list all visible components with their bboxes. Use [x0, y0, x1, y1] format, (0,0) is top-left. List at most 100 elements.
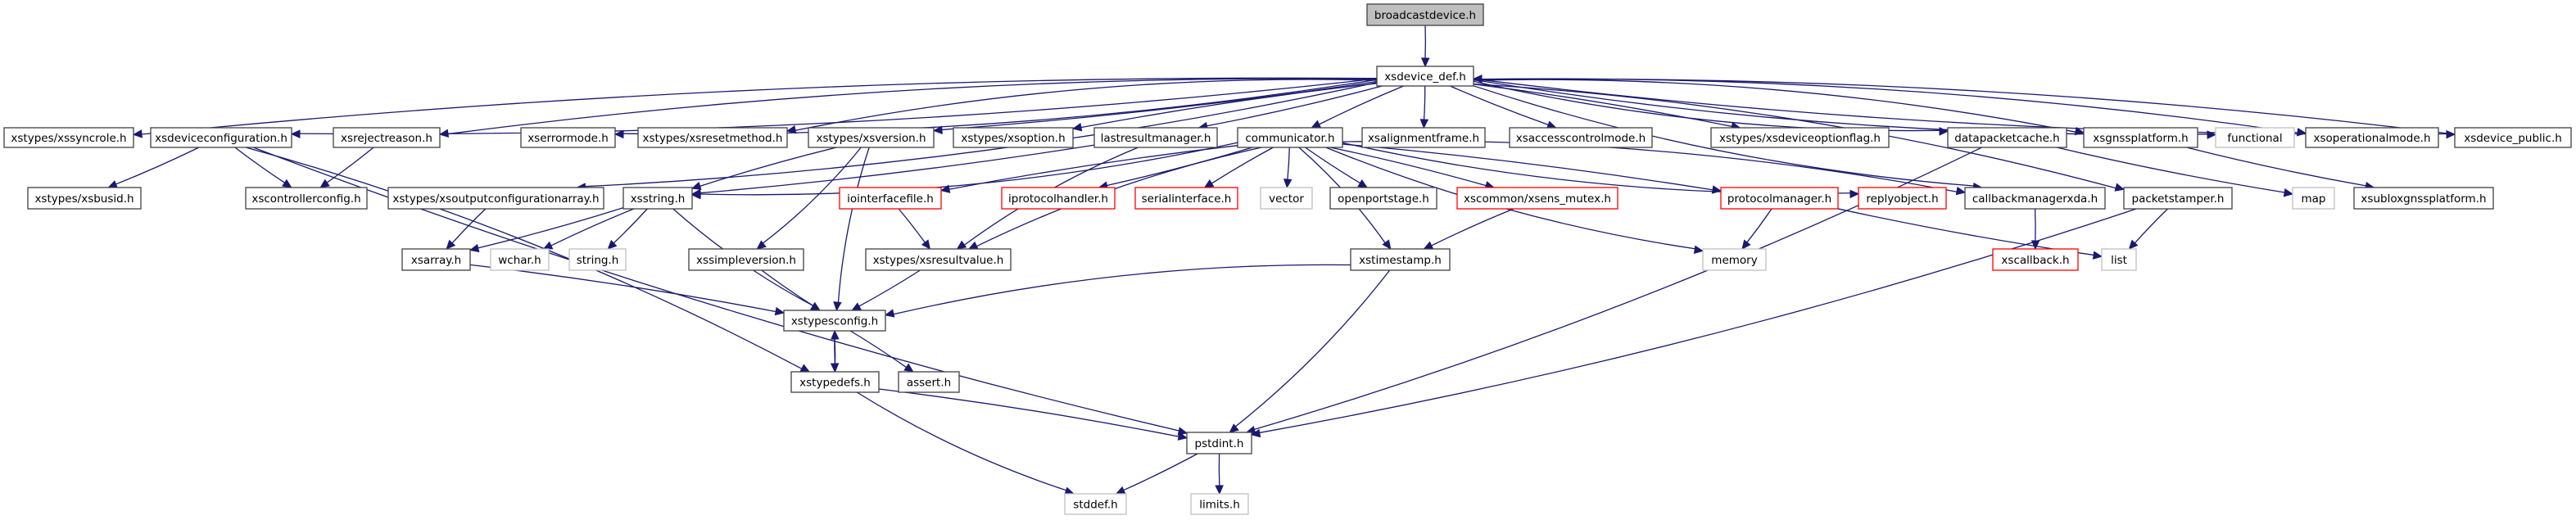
edge-xsdevice_def-to-xsaccesscontrolmode — [1450, 85, 1549, 125]
node-label: xstypes/xsversion.h — [816, 132, 926, 145]
node-replyobject[interactable]: replyobject.h — [1858, 187, 1947, 210]
node-protocolmanager[interactable]: protocolmanager.h — [1720, 187, 1839, 210]
node-box — [3, 127, 134, 148]
node-label: openportstage.h — [1338, 192, 1429, 206]
node-label: memory — [1711, 254, 1757, 267]
node-xsoperationalmode[interactable]: xsoperationalmode.h — [2305, 127, 2439, 148]
edge-xstimestamp-to-xstypesconfig — [893, 264, 1351, 315]
arrowhead-protocolmanager-to-list — [2092, 251, 2103, 260]
edge-iointerfacefile-to-xsresultvalue — [898, 208, 926, 243]
node-label: vector — [1269, 192, 1304, 206]
edge-xsdevice_def-to-xsrejectreason — [447, 78, 1378, 135]
node-packetstamper[interactable]: packetstamper.h — [2123, 187, 2233, 210]
node-xsaccesscontrolmode[interactable]: xsaccesscontrolmode.h — [1509, 127, 1653, 148]
node-label: callbackmanagerxda.h — [1972, 192, 2098, 206]
node-xscontrollerconfig[interactable]: xscontrollerconfig.h — [245, 187, 368, 210]
node-iprotocolhandler[interactable]: iprotocolhandler.h — [1001, 187, 1116, 210]
arrowhead-xsstring-to-wchar — [542, 241, 554, 250]
node-box — [1361, 127, 1486, 148]
node-xstypedefs[interactable]: xstypedefs.h — [790, 371, 880, 393]
arrowhead-xsdevice_def-to-xsresetmethod — [785, 124, 797, 134]
node-serialinterface[interactable]: serialinterface.h — [1134, 187, 1238, 210]
arrowhead-xsdevice_def-to-xsdeviceconfiguration — [290, 129, 301, 138]
node-xsdevice_public[interactable]: xsdevice_public.h — [2454, 127, 2572, 148]
node-map: map — [2292, 187, 2335, 210]
edge-xsdevice_def-to-xsoutputconfigurationarray — [585, 82, 1378, 188]
arrowhead-communicator-to-replyobject — [1849, 189, 1860, 199]
node-xssimpleversion[interactable]: xssimpleversion.h — [688, 248, 804, 271]
edge-xsversion-to-xssimpleversion — [763, 147, 862, 244]
node-xsarray[interactable]: xsarray.h — [401, 248, 471, 271]
edge-xsoutputconfigurationarray-to-xsarray — [451, 208, 487, 244]
arrowhead-callbackmanagerxda-to-xscallback — [2030, 240, 2040, 251]
arrowhead-xsversion-to-xssimpleversion — [756, 240, 767, 250]
arrowhead-xsdeviceconfiguration-to-xsbusid — [107, 180, 119, 188]
node-pstdint[interactable]: pstdint.h — [1186, 432, 1252, 454]
node-label: functional — [2227, 132, 2282, 145]
node-label: iprotocolhandler.h — [1008, 192, 1108, 206]
edge-xsversion-to-xsstring — [699, 147, 837, 187]
edge-xsdevice_def-to-xssyncrole — [141, 77, 1378, 135]
node-xsgnssplatform[interactable]: xsgnssplatform.h — [2083, 127, 2198, 148]
node-label: xscommon/xsens_mutex.h — [1464, 192, 1611, 206]
edge-communicator-to-openportstage — [1305, 147, 1360, 184]
node-label: pstdint.h — [1195, 437, 1244, 450]
node-xsdevice_def[interactable]: xsdevice_def.h — [1376, 66, 1474, 87]
node-xstimestamp[interactable]: xstimestamp.h — [1350, 248, 1451, 271]
node-communicator[interactable]: communicator.h — [1237, 127, 1343, 148]
node-label: xstypes/xsdeviceoptionflag.h — [1719, 132, 1881, 145]
edge-xsdevice_def-to-xsresetmethod — [795, 79, 1378, 131]
edge-communicator-to-serialinterface — [1211, 147, 1274, 184]
edge-communicator-to-vector — [1287, 147, 1290, 180]
node-xstypesconfig[interactable]: xstypesconfig.h — [783, 310, 886, 332]
edge-xsstring-to-string — [613, 208, 648, 244]
node-assert[interactable]: assert.h — [898, 371, 960, 393]
node-xsdeviceoptionflag[interactable]: xstypes/xsdeviceoptionflag.h — [1710, 127, 1890, 148]
node-label: communicator.h — [1245, 132, 1334, 145]
arrowhead-xsversion-to-xstypesconfig — [833, 301, 842, 312]
node-label: assert.h — [907, 377, 951, 390]
node-callbackmanagerxda[interactable]: callbackmanagerxda.h — [1964, 187, 2106, 210]
node-vector: vector — [1260, 187, 1313, 210]
arrowhead-xsarray-to-xstypesconfig — [774, 306, 785, 316]
node-xsrejectreason[interactable]: xsrejectreason.h — [333, 127, 441, 148]
node-label: map — [2302, 192, 2326, 206]
node-label: xstypesconfig.h — [791, 315, 878, 328]
node-box — [839, 187, 942, 210]
node-datapacketcache[interactable]: datapacketcache.h — [1947, 127, 2067, 148]
edge-xsgnssplatform-to-xsubloxgnssplatform — [2186, 147, 2366, 187]
edge-xsens_mutex-to-xstimestamp — [1431, 208, 1514, 246]
node-xsoutputconfigurationarray[interactable]: xstypes/xsoutputconfigurationarray.h — [387, 187, 604, 210]
node-xsresultvalue[interactable]: xstypes/xsresultvalue.h — [865, 248, 1012, 271]
node-xsbusid[interactable]: xstypes/xsbusid.h — [27, 187, 142, 210]
node-xsdeviceconfiguration[interactable]: xsdeviceconfiguration.h — [150, 127, 292, 148]
node-openportstage[interactable]: openportstage.h — [1329, 187, 1437, 210]
node-xserrormode[interactable]: xserrormode.h — [520, 127, 616, 148]
node-list: list — [2101, 248, 2137, 271]
arrowhead-xsdevice_def-to-xsoperationalmode — [2296, 128, 2307, 137]
node-xsresetmethod[interactable]: xstypes/xsresetmethod.h — [637, 127, 788, 148]
node-lastresultmanager[interactable]: lastresultmanager.h — [1093, 127, 1218, 148]
node-box — [953, 127, 1074, 148]
node-xscallback[interactable]: xscallback.h — [1992, 248, 2079, 271]
node-iointerfacefile[interactable]: iointerfacefile.h — [839, 187, 942, 210]
node-wchar: wchar.h — [490, 248, 550, 271]
arrowhead-xsdeviceconfiguration-to-xscontrollerconfig — [282, 179, 292, 188]
arrowhead-pstdint-to-stddef — [1115, 486, 1126, 495]
node-label: xsdevice_def.h — [1384, 70, 1466, 84]
edge-xsdevice_def-to-callbackmanagerxda — [1473, 85, 1974, 187]
node-box — [898, 371, 960, 393]
node-xsoption[interactable]: xstypes/xsoption.h — [953, 127, 1074, 148]
arrowhead-xsdevice_public-to-xsdevice_def — [1472, 74, 1483, 84]
node-xsalignmentframe[interactable]: xsalignmentframe.h — [1361, 127, 1486, 148]
node-xssyncrole[interactable]: xstypes/xssyncrole.h — [3, 127, 134, 148]
edge-datapacketcache-to-map — [2057, 147, 2285, 193]
node-xsubloxgnssplatform[interactable]: xsubloxgnssplatform.h — [2353, 187, 2494, 210]
node-xsversion[interactable]: xstypes/xsversion.h — [808, 127, 935, 148]
node-xsstring[interactable]: xsstring.h — [622, 187, 693, 210]
node-box — [1456, 187, 1618, 210]
node-xsens_mutex[interactable]: xscommon/xsens_mutex.h — [1456, 187, 1618, 210]
edge-xsdevice_public-to-xsdevice_def — [1481, 78, 2456, 135]
edge-protocolmanager-to-list — [1837, 208, 2094, 256]
